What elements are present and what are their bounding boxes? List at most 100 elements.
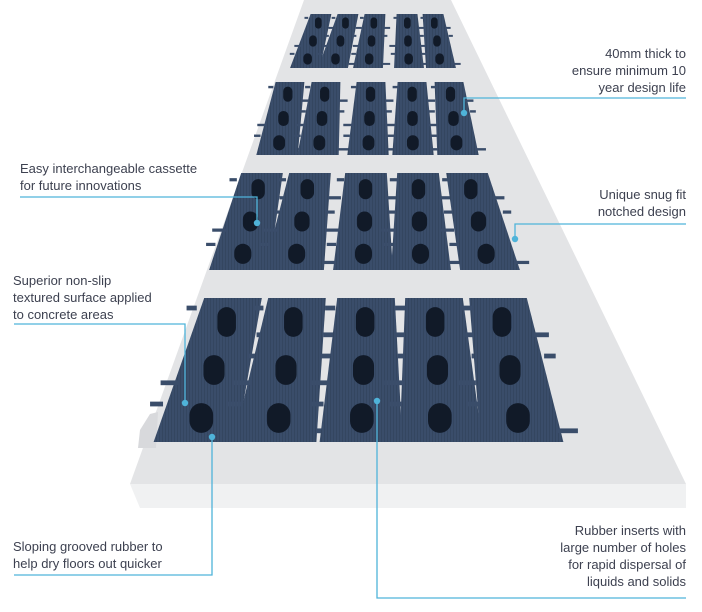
drain-slot [336,35,345,47]
grate-insert [259,173,341,270]
drain-slot [364,53,374,65]
notch-tab [387,134,395,137]
drain-slot [499,355,521,385]
notch-tab [384,380,404,386]
notch-tab [439,196,453,200]
drain-slot [283,86,293,102]
drain-slot [464,179,478,200]
notch-tab [466,401,480,407]
notch-tab [186,305,197,311]
notch-tab [544,353,556,359]
drain-slot [411,211,428,232]
grate-insert [456,298,578,442]
drain-slot [367,35,376,47]
notch-tab [326,228,341,232]
drain-slot [430,17,438,29]
drain-slot [251,179,265,200]
notch-tab [305,85,311,89]
notch-tab [348,62,357,65]
drain-slot [203,355,225,385]
drain-slot [428,403,452,433]
dot-inserts [373,397,381,405]
notch-tab [381,228,396,232]
drain-slot [294,211,310,232]
notch-tab [386,123,396,127]
notch-tab [390,52,396,55]
leader-non-slip [14,323,186,402]
drain-slot [404,35,412,47]
drain-slot [426,355,449,385]
notch-tab [387,148,398,151]
notch-tab [328,196,341,200]
notch-tab [355,26,362,29]
notch-tab [384,99,394,102]
drain-slot [403,17,411,29]
drain-slot [425,307,445,337]
notch-tab [326,242,337,247]
notch-tab [470,110,476,113]
notch-tab [461,305,473,311]
callout-cassette: Easy interchangeable cassette for future… [20,161,198,193]
notch-tab [388,210,398,214]
leader-lines [14,97,686,599]
notch-tab [418,44,426,47]
drain-slot [331,53,340,65]
notch-tab [324,34,329,37]
notch-tab [513,260,530,265]
drain-slot [350,403,374,433]
drain-slot [435,53,444,65]
drain-slot [370,17,378,29]
drain-slot [354,243,373,264]
notch-tab [351,52,356,55]
notch-tab [317,52,323,55]
notch-tab [421,62,430,65]
notch-tab [444,26,451,29]
notch-tab [302,99,311,102]
notch-tab [393,16,398,19]
notch-tab [253,305,264,311]
notch-tab [328,26,335,29]
grate-insert [351,14,391,68]
drain-slot [217,307,236,337]
dot-cassette [253,219,261,227]
notch-tab [426,99,436,102]
drain-slot [450,135,463,151]
notch-tab [430,85,437,89]
notch-tab [420,16,425,19]
drain-slot [411,179,426,200]
notch-tab [440,228,455,232]
drain-slot [303,53,312,65]
notch-tab [556,428,578,434]
drain-slot [356,211,373,232]
drain-slot [284,307,303,337]
notch-tab [452,62,461,65]
grate-insert [294,82,349,155]
grate-insert [389,14,430,68]
drain-slot [407,110,418,127]
drain-slot [313,135,326,151]
notch-tab [442,178,450,182]
drain-slot [316,110,328,127]
notch-tab [323,332,341,338]
drain-slot [352,355,375,385]
notch-tab [382,62,391,65]
drain-slot [309,35,317,47]
drain-slot [234,243,252,264]
leader-dots [181,109,519,441]
drain-slot [407,86,417,102]
notch-tab [395,332,413,338]
drain-slot [314,17,322,29]
notch-tab [431,148,443,151]
leader-inserts [376,402,686,599]
notch-tab [383,242,394,247]
drain-slot [445,86,456,102]
notch-tab [531,332,549,338]
drain-slot [411,243,430,264]
rubber-insert-grates [150,14,578,442]
notch-tab [336,178,345,182]
notch-tab [206,242,216,247]
drain-slot [266,403,291,433]
leader-cassette [20,196,258,222]
notch-tab [383,26,391,29]
